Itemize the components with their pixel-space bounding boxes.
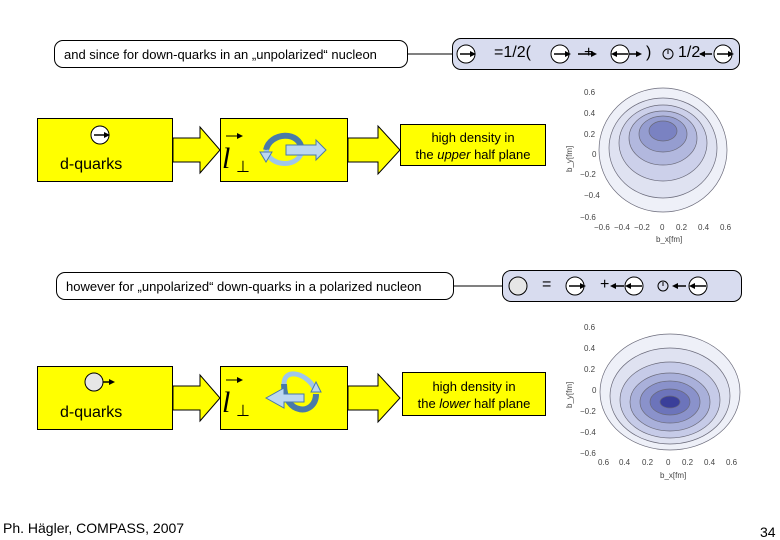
row2-xtick: 0.6 bbox=[598, 458, 610, 467]
quark-up-icon bbox=[456, 44, 476, 64]
row1-density-em: upper bbox=[437, 147, 471, 162]
row2-ytick: −0.4 bbox=[580, 428, 596, 437]
row1-eq-text4: 1/2 bbox=[678, 44, 701, 61]
row2-xtick: 0.2 bbox=[682, 458, 694, 467]
row2-ytick: 0.2 bbox=[584, 365, 596, 374]
row1-ylabel: b_y[fm] bbox=[565, 146, 574, 172]
quark-down-icon bbox=[610, 44, 642, 64]
row1-xtick: −0.2 bbox=[634, 223, 650, 232]
row1-ytick: 0 bbox=[592, 150, 597, 159]
row1-ytick: −0.6 bbox=[580, 213, 596, 222]
svg-text:⊥: ⊥ bbox=[236, 401, 250, 420]
row2-xtick: 0.6 bbox=[726, 458, 738, 467]
rotation-arrow-icon bbox=[259, 132, 327, 166]
row1-quark-label: d-quarks bbox=[60, 156, 123, 173]
row2-density-line1: high density in bbox=[432, 379, 516, 394]
row2-xtick: 0.4 bbox=[619, 458, 631, 467]
row2-quark-label: d-quarks bbox=[60, 404, 123, 421]
rotation-arrow-icon bbox=[264, 371, 322, 413]
row1-density-line1: high density in bbox=[431, 130, 515, 145]
quark-up-icon bbox=[550, 44, 571, 64]
row1-eq-text2: + bbox=[584, 44, 594, 61]
quark-down-icon bbox=[699, 44, 734, 64]
row1-density-line2: the upper half plane bbox=[401, 146, 545, 163]
row1-xlabel: b_x[fm] bbox=[656, 235, 682, 244]
arrow-pair-icon bbox=[578, 51, 597, 57]
row2-contours bbox=[599, 333, 741, 451]
footer-credit: Ph. Hägler, COMPASS, 2007 bbox=[3, 520, 185, 536]
row2-xtick: 0 bbox=[666, 458, 671, 467]
row2-xtick: 0.2 bbox=[642, 458, 654, 467]
row2-eq-text1: = bbox=[542, 276, 552, 293]
page-number: 34 bbox=[760, 524, 776, 540]
row2-ytick: 0.4 bbox=[584, 344, 596, 353]
row1-density-pre: the bbox=[415, 147, 438, 162]
row2-eq-text2: + bbox=[600, 276, 610, 293]
row1-density-post: half plane bbox=[470, 147, 531, 162]
row2-density-em: lower bbox=[439, 396, 471, 411]
row1-xtick: −0.6 bbox=[594, 223, 610, 232]
row1-ytick: 0.4 bbox=[584, 109, 596, 118]
row2-ytick: −0.6 bbox=[580, 449, 596, 458]
row2-intro-text: however for „unpolarized“ down-quarks in… bbox=[66, 278, 422, 294]
svg-text:⊥: ⊥ bbox=[236, 157, 250, 176]
row1-ytick: 0.6 bbox=[584, 88, 596, 97]
row1-ytick: −0.2 bbox=[580, 170, 596, 179]
rotation-icon bbox=[662, 48, 674, 60]
row2-density-post: half plane bbox=[470, 396, 531, 411]
row2-intro-box: however for „unpolarized“ down-quarks in… bbox=[56, 272, 454, 300]
row1-eq-text1: =1/2( bbox=[494, 44, 531, 61]
row2-quark-box bbox=[37, 366, 173, 430]
row2-ytick: 0 bbox=[592, 386, 597, 395]
row1-orbital-box bbox=[220, 118, 348, 182]
row1-intro-text: and since for down-quarks in an „unpolar… bbox=[64, 46, 377, 62]
row1-contours bbox=[598, 87, 728, 213]
row1-xtick: 0.4 bbox=[698, 223, 710, 232]
svg-text:l: l bbox=[222, 386, 230, 419]
row1-ytick: 0.2 bbox=[584, 130, 596, 139]
row2-ticks: 0.6 0.4 0.2 0 −0.2 −0.4 −0.6 0.6 0.4 0.2… bbox=[565, 323, 738, 480]
svg-text:l: l bbox=[222, 142, 230, 175]
row2-ytick: −0.2 bbox=[580, 407, 596, 416]
quark-down-icon bbox=[610, 276, 644, 296]
row1-xtick: 0 bbox=[660, 223, 665, 232]
row2-ylabel: b_y[fm] bbox=[565, 382, 574, 408]
quark-down-icon bbox=[672, 276, 708, 296]
quark-unpolarized-icon bbox=[508, 276, 528, 296]
row1-eq-text3: ) bbox=[646, 44, 652, 61]
row2-density-box: high density in the lower half plane bbox=[402, 372, 546, 416]
row1-xtick: −0.4 bbox=[614, 223, 630, 232]
row2-xtick: 0.4 bbox=[704, 458, 716, 467]
row1-ticks: 0.6 0.4 0.2 0 −0.2 −0.4 −0.6 −0.6 −0.4 −… bbox=[565, 88, 732, 244]
row2-xlabel: b_x[fm] bbox=[660, 471, 686, 480]
quark-up-icon bbox=[90, 125, 110, 145]
row2-density-pre: the bbox=[417, 396, 440, 411]
quark-unpolarized-icon bbox=[84, 372, 115, 392]
row1-density-box: high density in the upper half plane bbox=[400, 124, 546, 166]
row1-xtick: 0.2 bbox=[676, 223, 688, 232]
row1-xtick: 0.6 bbox=[720, 223, 732, 232]
row1-intro-box: and since for down-quarks in an „unpolar… bbox=[54, 40, 408, 68]
rotation-icon bbox=[657, 280, 669, 292]
row1-ytick: −0.4 bbox=[584, 191, 600, 200]
quark-up-icon bbox=[565, 276, 586, 296]
row2-density-line2: the lower half plane bbox=[403, 395, 545, 412]
row2-ytick: 0.6 bbox=[584, 323, 596, 332]
